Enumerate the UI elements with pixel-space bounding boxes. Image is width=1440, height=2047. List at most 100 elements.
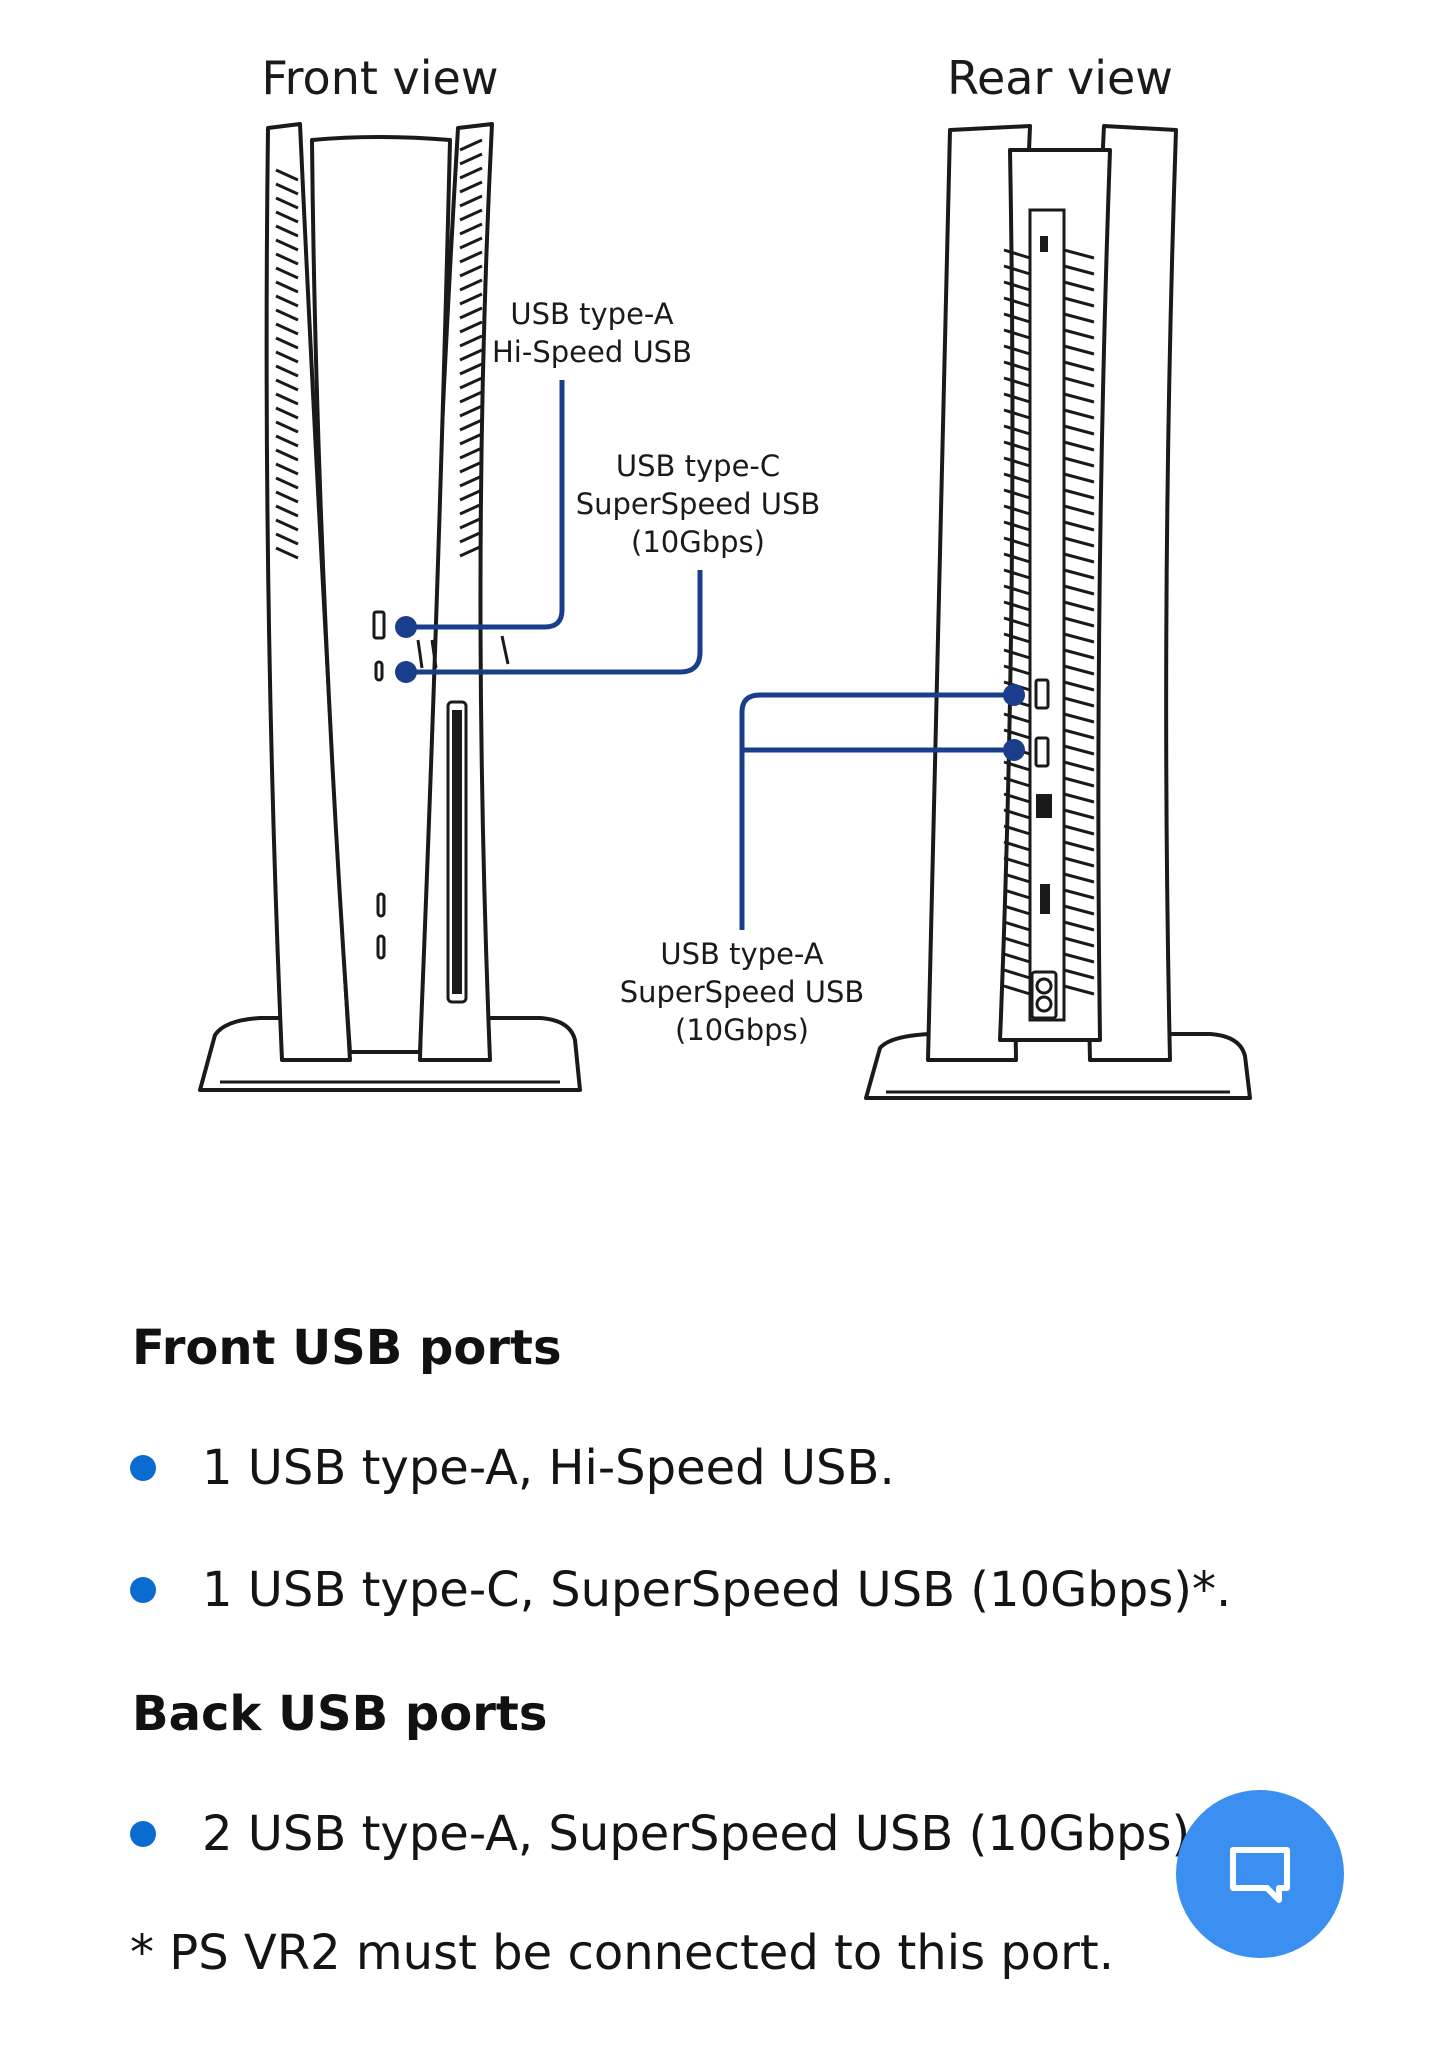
vent-slat [1063,648,1095,660]
rear-console-illustration [864,124,1252,1100]
callout-rear-usb-a-line1: USB type-A [660,937,823,971]
vent-slat [1063,488,1095,500]
vent-slat [1063,968,1095,980]
vent-slat [1063,792,1095,804]
vent-slat [1063,712,1095,724]
vent-slat [275,378,299,392]
vent-slat [1063,904,1095,916]
vent-slat [459,292,483,306]
vent-slat [1063,856,1095,868]
vent-slat [275,420,299,434]
vent-slat [1003,472,1031,484]
vent-slat [459,264,483,278]
vent-slat [1003,360,1031,372]
vent-slat [1003,840,1031,852]
vent-slat [459,194,483,208]
vent-slat [1003,328,1031,340]
vent-slat [459,362,483,376]
vent-slat [459,404,483,418]
vent-slat [275,462,299,476]
vent-slat [1003,392,1031,404]
vent-slat [1063,632,1095,644]
vent-slat [1003,264,1031,276]
front-view-label: Front view [262,51,499,105]
vent-slat [459,530,483,544]
vent-slat [275,196,299,210]
ps5-port-diagram: Front view Rear view [198,51,1252,1100]
vent-slat [459,306,483,320]
vent-slat [1063,520,1095,532]
vent-slat [1063,328,1095,340]
vent-slat [275,252,299,266]
callout-lines [395,380,1025,930]
vent-slat [459,446,483,460]
vent-slat [1003,616,1031,628]
callout-front-usb-c-line2: SuperSpeed USB [576,487,821,521]
vent-slat [1063,984,1095,996]
rear-view-label: Rear view [947,51,1173,105]
vent-slats [1003,248,1031,996]
bullet-icon [130,1821,156,1847]
vent-slat [1003,856,1031,868]
list-item-text: 1 USB type-A, Hi-Speed USB. [202,1440,895,1496]
vent-slat [1003,536,1031,548]
vent-slat [1063,760,1095,772]
vent-slat [1063,616,1095,628]
vent-slat [459,166,483,180]
vent-slat [459,418,483,432]
vent-slat [1003,312,1031,324]
vent-slat [1063,440,1095,452]
vent-slat [1063,296,1095,308]
list-item: 1 USB type-C, SuperSpeed USB (10Gbps)*. [130,1562,1231,1618]
vent-slat [1003,712,1031,724]
vent-slat [1003,776,1031,788]
vent-slats [459,138,483,558]
vent-slat [1003,440,1031,452]
vent-slat [459,376,483,390]
vent-slat [459,222,483,236]
bullet-icon [130,1455,156,1481]
vent-slat [459,334,483,348]
chat-button[interactable] [1176,1790,1344,1958]
vent-slat [1063,600,1095,612]
vent-slat [1063,776,1095,788]
vent-slat [1003,920,1031,932]
vent-slat [1003,648,1031,660]
callout-rear-usb-a-line3: (10Gbps) [675,1013,809,1047]
vent-slat [1003,904,1031,916]
vent-slat [1063,248,1095,260]
vent-slat [1003,824,1031,836]
vent-slat [459,474,483,488]
bullet-icon [130,1577,156,1603]
vent-slat [1003,584,1031,596]
vent-slat [459,208,483,222]
vent-slat [1003,504,1031,516]
vent-slat [275,434,299,448]
footnote: * PS VR2 must be connected to this port. [130,1925,1114,1981]
vent-slat [1063,456,1095,468]
vent-slat [1063,728,1095,740]
callout-front-usb-a-line1: USB type-A [510,297,673,331]
vent-slat [275,168,299,182]
vent-slat [1003,376,1031,388]
vent-slat [1003,760,1031,772]
vent-slat [275,532,299,546]
vent-slat [1063,264,1095,276]
vent-slat [1003,488,1031,500]
vent-slat [1063,920,1095,932]
vent-slat [275,392,299,406]
vent-slat [1063,584,1095,596]
vent-slat [275,518,299,532]
vent-slat [1063,888,1095,900]
vent-slat [1063,696,1095,708]
vent-slat [275,546,299,560]
vent-slat [459,250,483,264]
vent-slat [459,502,483,516]
vent-slat [1063,824,1095,836]
vent-slat [1003,872,1031,884]
vent-slat [1063,408,1095,420]
vent-slat [1003,664,1031,676]
vent-slat [275,504,299,518]
vent-slat [1003,968,1031,980]
vent-slat [1003,520,1031,532]
